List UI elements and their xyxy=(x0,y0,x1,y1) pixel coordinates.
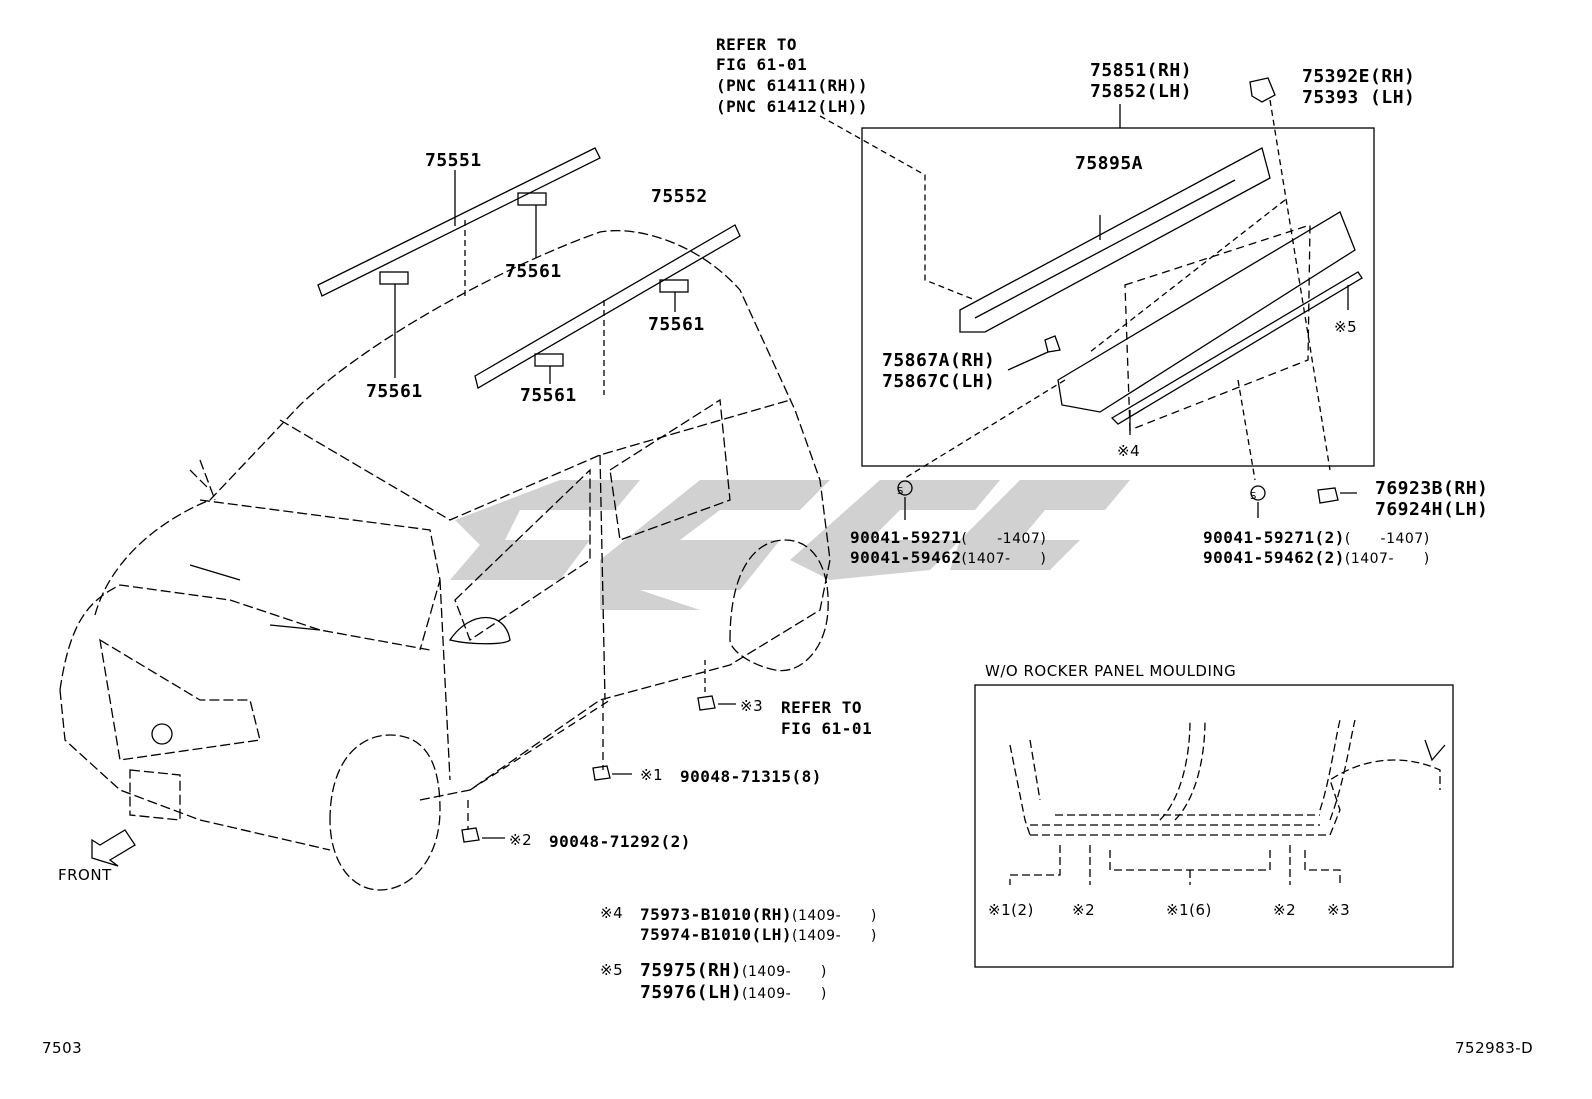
bolt-left-row2-range: (1407- ) xyxy=(961,551,1047,567)
s-mark-right-icon xyxy=(1250,485,1266,501)
s-mark-left: S xyxy=(897,486,903,497)
footnote4-row2-range: (1409- ) xyxy=(792,928,877,944)
footnote5-mark: ※5 xyxy=(600,961,624,979)
doc-code: 752983-D xyxy=(1455,1039,1534,1057)
roof-rail-right xyxy=(474,224,741,389)
footnote4-mark: ※4 xyxy=(600,904,624,922)
bolt-right-row2-part: 90041-59462(2) xyxy=(1203,548,1345,567)
rail-left-label: 75551 xyxy=(425,150,482,171)
bracket-icon xyxy=(379,192,689,367)
nut-right-rh: 76923B(RH) xyxy=(1375,478,1489,499)
rail-right-label: 75552 xyxy=(651,186,708,207)
inset-sill-drawing xyxy=(1009,719,1441,885)
footnote5-row1: 75975(RH)(1409- ) xyxy=(640,960,827,983)
clip-top-icon xyxy=(1249,77,1276,103)
nut-right-lh: 76924H(LH) xyxy=(1375,499,1489,520)
footnote4-row1-side: (RH) xyxy=(751,905,792,924)
bracket-label-2: 75561 xyxy=(648,314,705,335)
moulding-part-lh: 75852(LH) xyxy=(1090,81,1193,102)
footnote4-row1: 75973-B1010(RH)(1409- ) xyxy=(640,905,877,926)
front-label: FRONT xyxy=(58,866,112,884)
moulding-box xyxy=(861,127,1375,467)
bracket-label-3: 75561 xyxy=(366,381,423,402)
footnote5-row2: 75976(LH)(1409- ) xyxy=(640,982,827,1005)
footnote4-row2: 75974-B1010(LH)(1409- ) xyxy=(640,925,877,946)
footnote5-row2-part: 75976 xyxy=(640,982,697,1003)
clip-mid-rh: 75867A(RH) xyxy=(882,350,996,371)
moulding-panel xyxy=(1057,211,1356,413)
note4-label: ※4 xyxy=(1117,442,1141,460)
car-outline xyxy=(59,230,831,891)
ref2-mark: ※2 xyxy=(509,831,533,849)
footnote5-row1-side: (RH) xyxy=(696,960,743,981)
footnote4-row2-part: 75974-B1010 xyxy=(640,925,752,944)
ref3-text2: FIG 61-01 xyxy=(781,719,873,738)
inset-label-1: ※1(2) xyxy=(988,901,1034,919)
refer-top-4: (PNC 61412(LH)) xyxy=(716,97,868,116)
clip-top-rh: 75392E(RH) xyxy=(1302,66,1416,87)
footnote5-row1-range: (1409- ) xyxy=(742,964,827,980)
bolt-left-row2-part: 90041-59462 xyxy=(850,548,962,567)
watermark-logo xyxy=(450,480,1130,610)
footnote4-row1-part: 75973-B1010 xyxy=(640,905,752,924)
ref1-part: 90048-71315(8) xyxy=(680,767,822,786)
ref2-part: 90048-71292(2) xyxy=(549,832,691,851)
footnote5-row2-range: (1409- ) xyxy=(742,986,827,1002)
roof-rail-left xyxy=(317,147,601,297)
inset-label-3: ※1(6) xyxy=(1166,901,1212,919)
bolt-left-row2: 90041-59462(1407- ) xyxy=(850,548,1046,569)
moulding-part-rh: 75851(RH) xyxy=(1090,60,1193,81)
inset-title: W/O ROCKER PANEL MOULDING xyxy=(985,662,1237,680)
bolt-left-row1: 90041-59271( -1407) xyxy=(850,528,1046,549)
bolt-right-row2-range: (1407- ) xyxy=(1344,551,1430,567)
sub-part-label: 75895A xyxy=(1075,153,1144,174)
note5-label: ※5 xyxy=(1334,318,1358,336)
inset-label-2: ※2 xyxy=(1072,901,1096,919)
bolt-left-row1-part: 90041-59271 xyxy=(850,528,962,547)
clip-icon xyxy=(1044,335,1061,353)
footnote4-row2-side: (LH) xyxy=(751,925,792,944)
refer-top-2: FIG 61-01 xyxy=(716,55,808,74)
refer-top-1: REFER TO xyxy=(716,35,798,54)
nut-icon xyxy=(1317,487,1339,504)
bolt-right-row1-range: ( -1407) xyxy=(1344,531,1430,547)
s-mark-right: S xyxy=(1250,491,1256,502)
front-arrow-icon xyxy=(91,829,136,867)
clip-top-lh: 75393 (LH) xyxy=(1302,87,1416,108)
bracket-label-4: 75561 xyxy=(520,385,577,406)
ref3-text1: REFER TO xyxy=(781,698,863,717)
page-code: 7503 xyxy=(42,1039,83,1057)
bracket-label-1: 75561 xyxy=(505,261,562,282)
moulding-strip xyxy=(959,147,1271,333)
ref1-mark: ※1 xyxy=(640,766,664,784)
inset-label-5: ※3 xyxy=(1327,901,1351,919)
bolt-right-row1-part: 90041-59271(2) xyxy=(1203,528,1345,547)
clip-mid-lh: 75867C(LH) xyxy=(882,371,996,392)
bolt-right-row1: 90041-59271(2)( -1407) xyxy=(1203,528,1430,549)
bolt-right-row2: 90041-59462(2)(1407- ) xyxy=(1203,548,1430,569)
ref3-mark: ※3 xyxy=(740,697,764,715)
inset-label-4: ※2 xyxy=(1273,901,1297,919)
refer-top-3: (PNC 61411(RH)) xyxy=(716,76,868,95)
footnote5-row1-part: 75975 xyxy=(640,960,697,981)
s-mark-left-icon xyxy=(897,480,913,496)
bolt-left-row1-range: ( -1407) xyxy=(961,531,1047,547)
footnote5-row2-side: (LH) xyxy=(696,982,743,1003)
inset-box xyxy=(974,684,1454,968)
footnote4-row1-range: (1409- ) xyxy=(792,908,877,924)
